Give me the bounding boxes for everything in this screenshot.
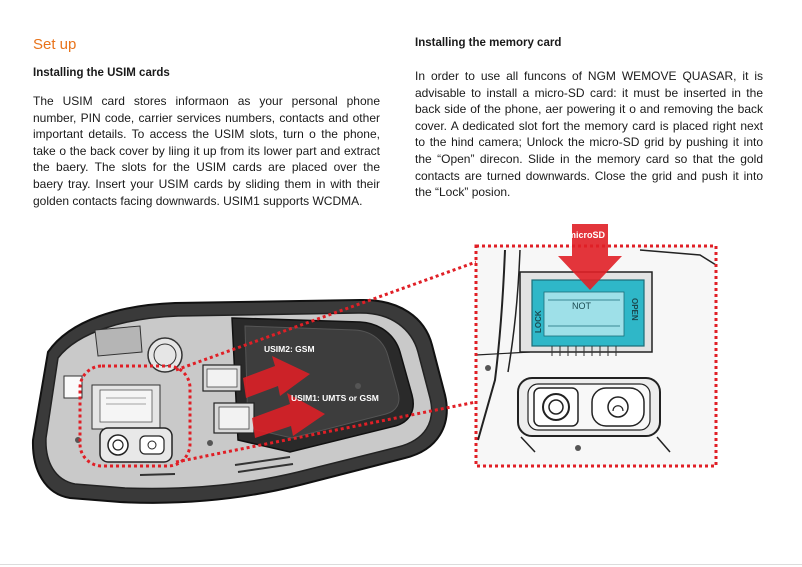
tray-lock-label: LOCK: [534, 310, 543, 333]
usim1-arrow: [252, 393, 325, 438]
memory-paragraph: In order to use all funcons of NGM WEMOV…: [415, 69, 763, 200]
usim-heading: Installing the USIM cards: [33, 67, 170, 79]
section-title: Set up: [33, 36, 77, 53]
highlight-outline: [78, 364, 192, 468]
microsd-label: microSD: [568, 230, 606, 240]
tray-brand: NOT: [572, 301, 592, 311]
zoom-inset: NOT LOCK OPEN microSD: [475, 224, 717, 466]
usim-paragraph: The USIM card stores informaon as your p…: [33, 94, 380, 208]
memory-heading: Installing the memory card: [415, 37, 562, 49]
footer-rule: [0, 564, 802, 565]
zoom-connector-bottom: [175, 400, 477, 464]
tray-open-label: OPEN: [630, 298, 639, 321]
phone-body: [31, 298, 448, 504]
usim2-arrow: [243, 356, 310, 398]
microsd-arrow: [558, 224, 622, 290]
zoom-inset-border: [474, 244, 718, 468]
usim1-label: USIM1: UMTS or GSM: [291, 393, 379, 403]
zoom-connector-top: [175, 260, 477, 372]
usim2-label: USIM2: GSM: [264, 344, 315, 354]
